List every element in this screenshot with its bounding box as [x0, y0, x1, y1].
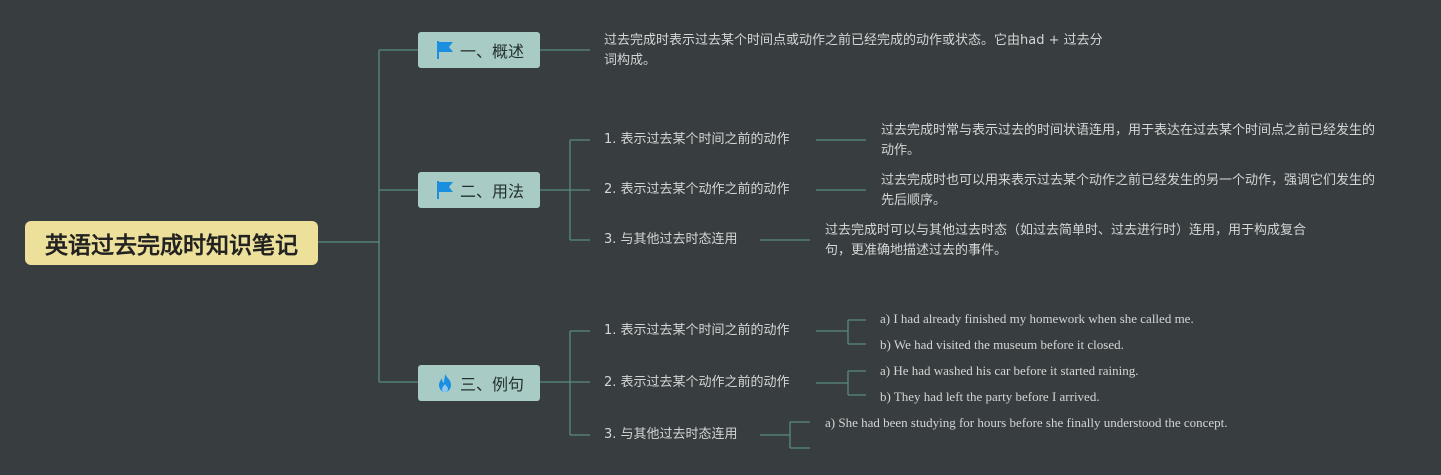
example-1a: a) I had already finished my homework wh…: [880, 311, 1194, 326]
example-1b: b) We had visited the museum before it c…: [880, 337, 1124, 352]
fire-icon: [434, 372, 456, 394]
usage-item-3[interactable]: 3. 与其他过去时态连用: [604, 232, 738, 247]
usage-text-1: 过去完成时常与表示过去的时间状语连用，用于表达在过去某个时间点之前已经发生的动作…: [881, 123, 1376, 158]
root-title: 英语过去完成时知识笔记: [45, 233, 298, 259]
root-node[interactable]: 英语过去完成时知识笔记: [25, 221, 318, 265]
examples-item-1[interactable]: 1. 表示过去某个时间之前的动作: [604, 323, 790, 338]
branch-overview-label: 一、概述: [459, 42, 524, 61]
usage-text-3: 过去完成时可以与其他过去时态（如过去简单时、过去进行时）连用，用于构成复合句，更…: [825, 223, 1307, 258]
flag-icon: [434, 179, 456, 201]
branch-examples-label: 三、例句: [459, 375, 524, 394]
flag-icon: [434, 39, 456, 61]
example-2a: a) He had washed his car before it start…: [880, 363, 1139, 378]
branch-usage-label: 二、用法: [459, 182, 524, 201]
usage-item-2[interactable]: 2. 表示过去某个动作之前的动作: [604, 182, 790, 197]
branch-usage[interactable]: 二、用法: [418, 172, 540, 208]
overview-text: 过去完成时表示过去某个时间点或动作之前已经完成的动作或状态。它由had + 过去…: [604, 33, 1103, 68]
branch-examples[interactable]: 三、例句: [418, 365, 540, 401]
examples-item-2[interactable]: 2. 表示过去某个动作之前的动作: [604, 375, 790, 390]
branch-overview[interactable]: 一、概述: [418, 32, 540, 68]
usage-item-1[interactable]: 1. 表示过去某个时间之前的动作: [604, 132, 790, 147]
example-3a: a) She had been studying for hours befor…: [825, 415, 1228, 430]
examples-item-3[interactable]: 3. 与其他过去时态连用: [604, 427, 738, 442]
example-2b: b) They had left the party before I arri…: [880, 389, 1100, 404]
usage-text-2: 过去完成时也可以用来表示过去某个动作之前已经发生的另一个动作，强调它们发生的先后…: [881, 173, 1376, 208]
